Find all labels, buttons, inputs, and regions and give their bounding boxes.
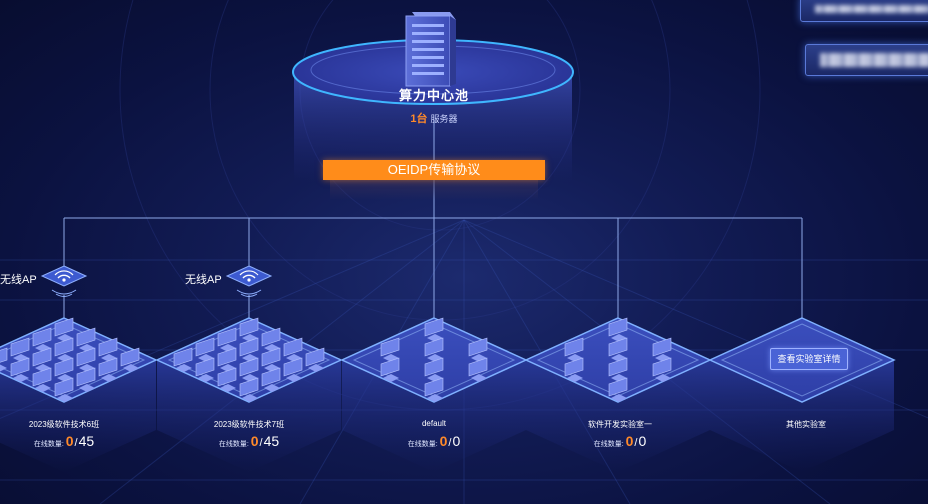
lab-name: default bbox=[421, 419, 447, 428]
computer-icon bbox=[54, 377, 74, 402]
computer-icon bbox=[283, 357, 303, 382]
protocol-bar-shadow bbox=[330, 180, 538, 200]
computer-icon bbox=[652, 357, 672, 382]
computer-icon bbox=[380, 357, 400, 382]
wifi-ap-icon bbox=[225, 265, 273, 297]
ap-label: 无线AP bbox=[0, 274, 37, 286]
computer-icon bbox=[468, 357, 488, 382]
lab-platforms bbox=[0, 317, 896, 472]
lab-online-count: 在线数量: 0/0 bbox=[407, 433, 461, 449]
computer-icon bbox=[217, 367, 237, 392]
lab-online-count: 在线数量: 0/0 bbox=[593, 433, 647, 449]
computer-icon bbox=[608, 337, 628, 362]
computer-icon bbox=[173, 347, 193, 372]
computer-icon bbox=[305, 347, 325, 372]
server-rack-icon bbox=[405, 12, 456, 87]
computer-icon bbox=[120, 347, 140, 372]
computer-icon bbox=[564, 357, 584, 382]
computer-icon bbox=[0, 347, 8, 372]
computer-icon bbox=[424, 377, 444, 402]
computer-icon bbox=[564, 337, 584, 362]
computer-icon bbox=[76, 367, 96, 392]
computer-icon bbox=[10, 357, 30, 382]
computer-icon bbox=[424, 337, 444, 362]
summary-panel-second bbox=[805, 44, 928, 76]
lab-online-count: 在线数量: 0/45 bbox=[33, 433, 95, 449]
lab-name: 2023级软件技术7班 bbox=[213, 420, 285, 429]
computer-icon bbox=[468, 337, 488, 362]
computer-icon bbox=[54, 317, 74, 342]
computer-icon bbox=[239, 377, 259, 402]
lab-name: 软件开发实验室一 bbox=[588, 420, 652, 429]
computer-icon bbox=[217, 327, 237, 352]
computer-icon bbox=[608, 377, 628, 402]
lab-platform bbox=[708, 317, 896, 472]
computer-icon bbox=[98, 357, 118, 382]
pool-title: 算力中心池 bbox=[398, 88, 469, 103]
view-lab-details-button[interactable]: 查看实验室详情 bbox=[770, 348, 848, 370]
computer-icon bbox=[239, 337, 259, 362]
computer-icon bbox=[32, 367, 52, 392]
computer-icon bbox=[261, 367, 281, 392]
summary-panel-top bbox=[800, 0, 928, 22]
lab-name: 2023级软件技术6班 bbox=[28, 420, 100, 429]
computer-icon bbox=[217, 347, 237, 372]
server-count-value: 1台 bbox=[410, 113, 428, 125]
lab-online-count: 在线数量: 0/45 bbox=[218, 433, 280, 449]
pool-server-count: 1台服务器 bbox=[354, 110, 514, 126]
ap-label: 无线AP bbox=[185, 274, 222, 286]
computer-icon bbox=[652, 337, 672, 362]
computer-icon bbox=[32, 347, 52, 372]
computer-icon bbox=[239, 357, 259, 382]
computer-icon bbox=[195, 357, 215, 382]
computer-icon bbox=[239, 317, 259, 342]
protocol-bar: OEIDP传输协议 bbox=[323, 160, 545, 180]
computer-icon bbox=[283, 337, 303, 362]
wifi-ap-icon bbox=[40, 265, 88, 297]
server-count-unit: 服务器 bbox=[430, 114, 458, 124]
lab-name: 其他实验室 bbox=[786, 420, 826, 429]
